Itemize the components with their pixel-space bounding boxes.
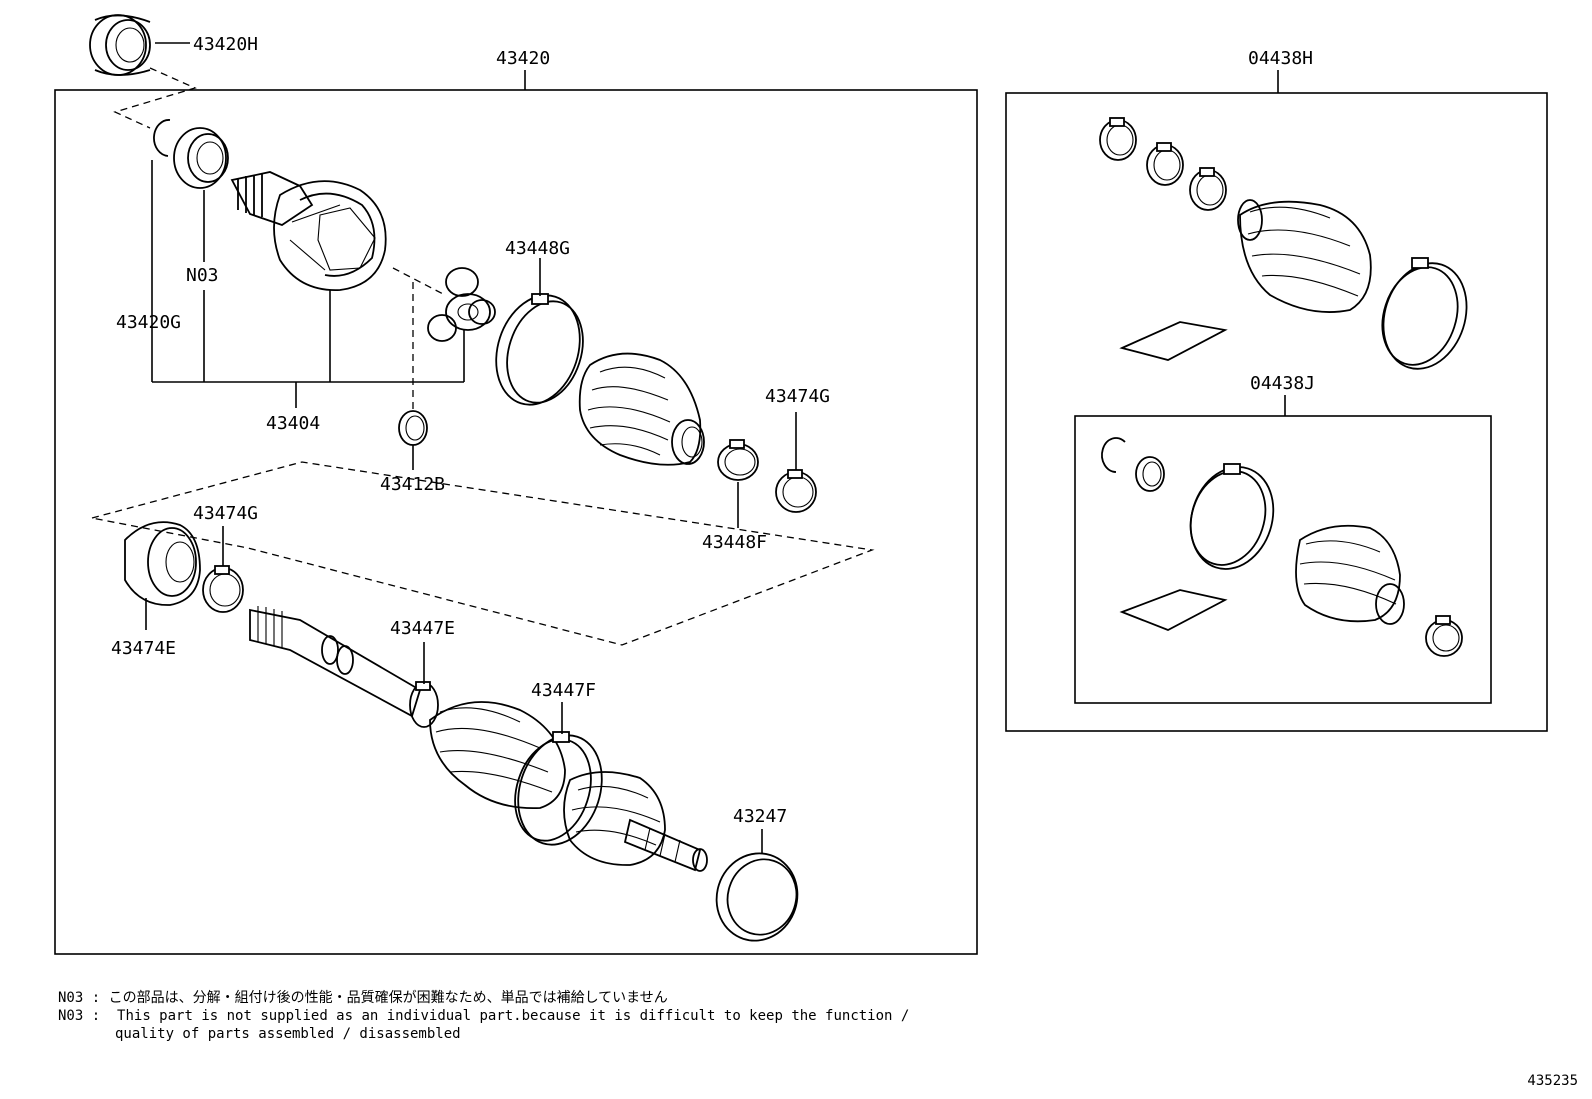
assembly-43420-frame	[54, 89, 978, 955]
note-en-text-1: This part is not supplied as an individu…	[117, 1008, 910, 1024]
label-43420H: 43420H	[193, 34, 258, 55]
dashed-tripod-link	[392, 267, 446, 296]
part-drive-shaft	[249, 606, 422, 718]
label-43247: 43247	[733, 806, 787, 827]
grease-pack-icon-2	[1119, 589, 1228, 631]
note-english-line2: quality of parts assembled / disassemble…	[115, 1026, 461, 1042]
label-43447F: 43447F	[531, 680, 596, 701]
label-43447E: 43447E	[390, 618, 455, 639]
part-43448F-small-clamp	[717, 439, 759, 481]
part-43448G-boot-clamp	[495, 293, 584, 406]
label-04438H: 04438H	[1248, 48, 1313, 69]
note-english-line1: N03 : This part is not supplied as an in…	[58, 1008, 909, 1024]
part-outboard-boot	[429, 701, 566, 810]
part-43474G-small-clamp-b	[202, 565, 244, 613]
kit-04438J-contents	[1101, 437, 1463, 657]
label-43448G: 43448G	[505, 238, 570, 259]
kit-04438J-frame	[1074, 415, 1492, 704]
label-N03: N03	[186, 265, 219, 286]
label-04438J: 04438J	[1250, 373, 1315, 394]
part-43412B-snap-ring	[398, 410, 428, 446]
part-43420H-dust-cover	[89, 14, 151, 76]
note-jp-code: N03	[58, 990, 84, 1006]
label-43404: 43404	[266, 413, 320, 434]
note-jp-sep: :	[91, 990, 101, 1006]
label-43474E: 43474E	[111, 638, 176, 659]
label-43474G-lower: 43474G	[193, 503, 258, 524]
part-inboard-boot	[578, 352, 705, 466]
label-43448F: 43448F	[702, 532, 767, 553]
dashed-relation-43420H	[113, 67, 197, 129]
part-N03-seal	[173, 127, 229, 189]
kit-04438H-contents	[1099, 117, 1468, 370]
part-43474G-small-clamp-a	[775, 469, 817, 513]
label-43420G: 43420G	[116, 312, 181, 333]
part-tripod-spider	[427, 267, 496, 342]
diagram-number: 435235	[1527, 1073, 1578, 1089]
label-43412B: 43412B	[380, 474, 445, 495]
part-43474E-dynamic-damper	[124, 521, 201, 606]
part-43447E-clamp	[409, 681, 439, 728]
part-outboard-joint	[563, 771, 708, 872]
part-43404-inboard-joint	[230, 171, 387, 291]
dashed-shaft-enclosure	[91, 461, 875, 646]
note-en-sep: :	[91, 1008, 101, 1024]
label-43420: 43420	[496, 48, 550, 69]
part-43447F-large-clamp	[514, 731, 603, 846]
snap-ring-icon	[153, 119, 171, 157]
note-jp-text: この部品は、分解・組付け後の性能・品質確保が困難なため、単品では補給していません	[108, 990, 668, 1006]
part-43247-seal	[715, 852, 799, 942]
kit-04438H-frame	[1005, 92, 1548, 732]
label-43474G-upper: 43474G	[765, 386, 830, 407]
note-en-code: N03	[58, 1008, 84, 1024]
grease-pack-icon	[1119, 321, 1228, 361]
note-japanese: N03 : この部品は、分解・組付け後の性能・品質確保が困難なため、単品では補給…	[58, 987, 668, 1007]
